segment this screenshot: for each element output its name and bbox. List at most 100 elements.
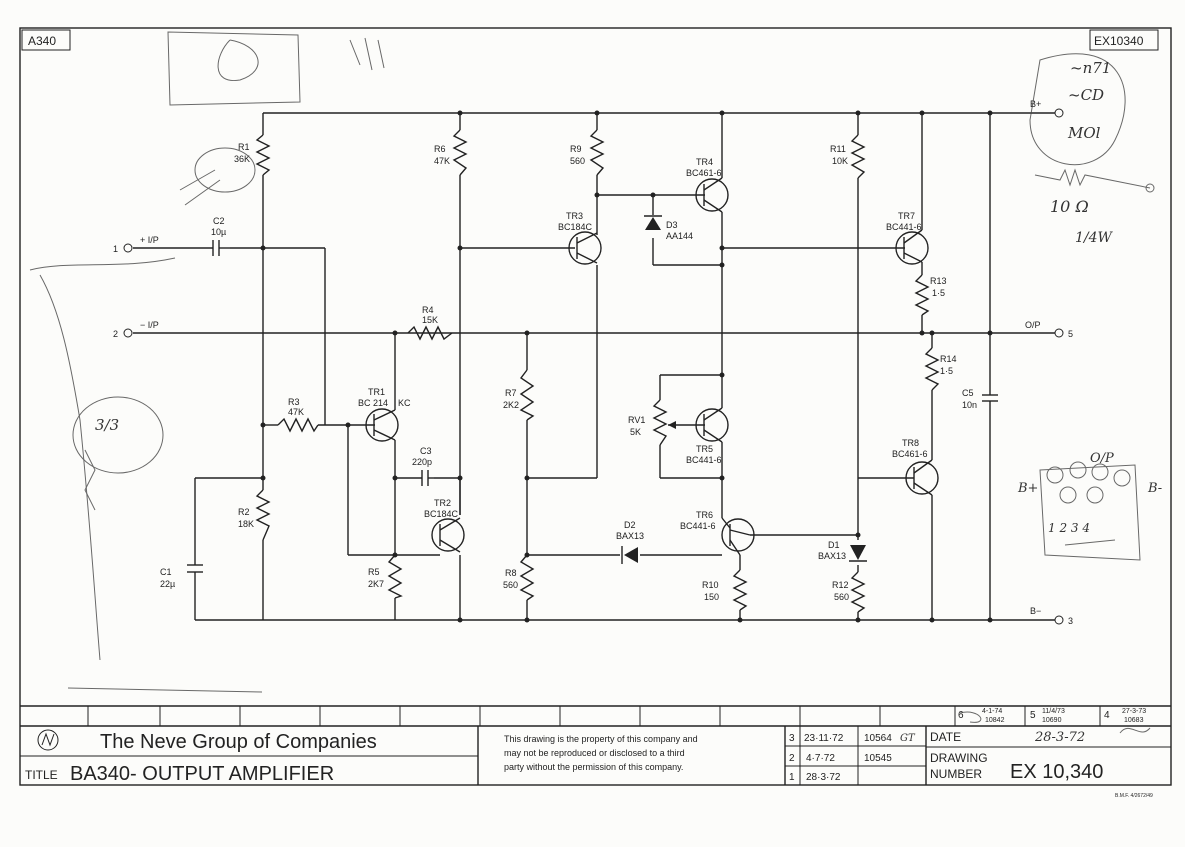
note-10-ohm: 10 Ω [1050, 197, 1089, 216]
c3-name: C3 [420, 446, 432, 456]
c3-value: 220p [412, 457, 432, 467]
note-cd: ~CD [1068, 86, 1104, 104]
c1-name: C1 [160, 567, 172, 577]
d1-name: D1 [828, 540, 840, 550]
junction-dots [260, 110, 993, 623]
tr7-value: BC441-6 [886, 222, 922, 232]
border-ticks [87, 706, 881, 726]
tr1-name: TR1 [368, 387, 385, 397]
r7-name: R7 [505, 388, 517, 398]
r13-value: 1·5 [932, 288, 945, 298]
tr3-name: TR3 [566, 211, 583, 221]
tr6-name: TR6 [696, 510, 713, 520]
d3-value: AA144 [666, 231, 693, 241]
r10-value: 150 [704, 592, 719, 602]
sheet-code-right: EX10340 [1094, 34, 1144, 48]
d1-value: BAX13 [818, 551, 846, 561]
rv1-name: RV1 [628, 415, 645, 425]
r9-value: 560 [570, 156, 585, 166]
date-value: 28-3-72 [1034, 730, 1085, 745]
transistor-symbols [365, 177, 939, 556]
rev-3-num: 3 [789, 733, 795, 744]
drawing-label-1: DRAWING [930, 751, 988, 765]
tr6-value: BC441-6 [680, 521, 716, 531]
tr1-value: BC 214 [358, 398, 388, 408]
note-mol: MOl [1067, 124, 1101, 142]
notice-line-3: party without the permission of this com… [504, 762, 683, 772]
terminal-2: 2 − I/P [113, 320, 159, 339]
footer-code: B.M.F. 4/2672/49 [1115, 793, 1153, 799]
r8-value: 560 [503, 580, 518, 590]
op-number: 5 [1068, 329, 1073, 339]
rev-5-ref: 10690 [1042, 717, 1062, 724]
note-pins: 1 2 3 4 [1048, 521, 1090, 535]
note-left: 3/3 [95, 416, 119, 434]
d3-name: D3 [666, 220, 678, 230]
r3-value: 47K [288, 407, 304, 417]
handwritten-notes: ~n71 ~CD MOl 10 Ω 1/4W O/P B+ B- 1 2 3 4… [95, 59, 1162, 535]
c5-name: C5 [962, 388, 974, 398]
r4-name: R4 [422, 305, 434, 315]
tr3-value: BC184C [558, 222, 593, 232]
resistor-symbols [255, 129, 940, 613]
rev-4-num: 4 [1104, 710, 1110, 721]
title-prefix: TITLE [25, 768, 58, 782]
r11-name: R11 [830, 144, 846, 154]
op-label: O/P [1025, 320, 1041, 330]
rev-1-num: 1 [789, 772, 795, 783]
r4-value: 15K [422, 315, 438, 325]
tr4-name: TR4 [696, 157, 713, 167]
diode-d1 [849, 545, 867, 562]
terminal-b-minus: B− 3 [1030, 606, 1073, 626]
tr4-value: BC461-6 [686, 168, 722, 178]
diode-d3 [644, 215, 662, 230]
r12-name: R12 [832, 580, 849, 590]
tr8-value: BC461-6 [892, 449, 928, 459]
c2-name: C2 [213, 216, 225, 226]
drawing-title: BA340- OUTPUT AMPLIFIER [70, 763, 334, 785]
r6-name: R6 [434, 144, 446, 154]
rv1-value: 5K [630, 427, 641, 437]
r2-value: 18K [238, 519, 254, 529]
r9-name: R9 [570, 144, 582, 154]
tr2-value: BC184C [424, 509, 459, 519]
r14-name: R14 [940, 354, 957, 364]
wires [133, 112, 1055, 621]
r5-value: 2K7 [368, 579, 384, 589]
b-plus-label: B+ [1030, 99, 1041, 109]
rev-6-date: 4-1-74 [982, 708, 1002, 715]
terminal-2-label: − I/P [140, 320, 159, 330]
capacitor-symbols [187, 240, 998, 590]
c1-value: 22µ [160, 579, 175, 589]
terminal-b-plus: B+ [1030, 99, 1064, 118]
rev-3-date: 23·11·72 [804, 733, 844, 744]
d2-value: BAX13 [616, 531, 644, 541]
tr1-extra: KC [398, 398, 411, 408]
b-minus-number: 3 [1068, 616, 1073, 626]
tr2-name: TR2 [434, 498, 451, 508]
r5-name: R5 [368, 567, 380, 577]
notice-line-1: This drawing is the property of this com… [504, 734, 698, 744]
terminal-1: 1 + I/P [113, 235, 159, 254]
rev-5-num: 5 [1030, 710, 1036, 721]
d2-name: D2 [624, 520, 636, 530]
r14-value: 1·5 [940, 366, 953, 376]
rev-4-date: 27-3-73 [1122, 708, 1146, 715]
terminal-1-label: + I/P [140, 235, 159, 245]
r1-name: R1 [238, 142, 250, 152]
neve-logo-icon [37, 729, 59, 751]
c2-value: 10µ [211, 227, 226, 237]
notice-line-2: may not be reproduced or disclosed to a … [504, 748, 685, 758]
r12-value: 560 [834, 592, 849, 602]
rev-2-date: 4·7·72 [806, 753, 835, 764]
tr5-value: BC441-6 [686, 455, 722, 465]
r2-name: R2 [238, 507, 250, 517]
terminal-op: O/P 5 [1025, 320, 1073, 339]
r13-name: R13 [930, 276, 947, 286]
rev-4-ref: 10683 [1124, 717, 1144, 724]
rev-6-ref: 10842 [985, 717, 1005, 724]
note-bplus: B+ [1017, 481, 1038, 496]
rev-3-initials: GT [900, 733, 916, 744]
